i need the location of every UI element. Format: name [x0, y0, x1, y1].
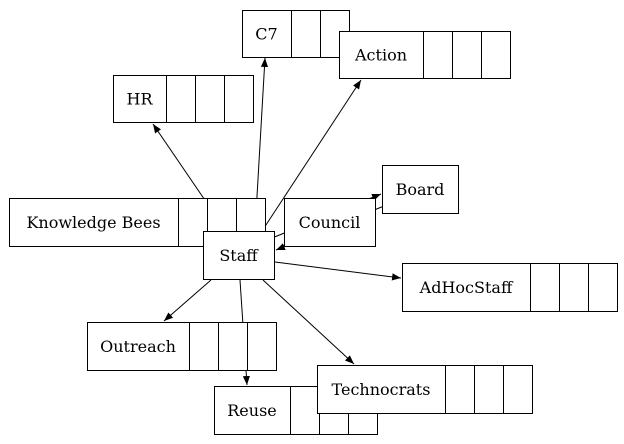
- node-action[interactable]: Action: [339, 31, 511, 79]
- node-box: [317, 365, 533, 414]
- node-label: Reuse: [227, 401, 277, 420]
- node-label: Outreach: [100, 337, 176, 356]
- node-label: Staff: [219, 246, 259, 265]
- node-c7[interactable]: C7: [242, 10, 350, 58]
- node-label: Board: [396, 180, 445, 199]
- node-outreach[interactable]: Outreach: [87, 322, 277, 371]
- edge-staff-to-outreach: [163, 279, 212, 322]
- node-box: [402, 263, 618, 312]
- node-board[interactable]: Board: [382, 165, 459, 214]
- node-label: AdHocStaff: [419, 278, 514, 297]
- node-knowledge-bees[interactable]: Knowledge Bees: [9, 198, 266, 247]
- node-box: [113, 75, 254, 123]
- node-label: HR: [127, 90, 154, 109]
- node-technocrats[interactable]: Technocrats: [317, 365, 533, 414]
- node-label: Technocrats: [332, 380, 431, 399]
- node-label: C7: [255, 25, 277, 44]
- node-adhocstaff[interactable]: AdHocStaff: [402, 263, 618, 312]
- node-box: [203, 231, 275, 280]
- node-council[interactable]: Council: [284, 198, 376, 247]
- node-box: [284, 198, 376, 247]
- edge-staff-to-technocrats: [262, 279, 355, 365]
- node-label: Action: [354, 46, 407, 65]
- edge-staff-to-adhocstaff: [274, 261, 402, 281]
- node-box: [382, 165, 459, 214]
- node-label: Knowledge Bees: [26, 213, 160, 232]
- node-box: [87, 322, 277, 371]
- node-hr[interactable]: HR: [113, 75, 254, 123]
- node-staff[interactable]: Staff: [203, 231, 275, 280]
- edge-staff-to-action: [261, 79, 362, 232]
- node-label: Council: [299, 213, 361, 232]
